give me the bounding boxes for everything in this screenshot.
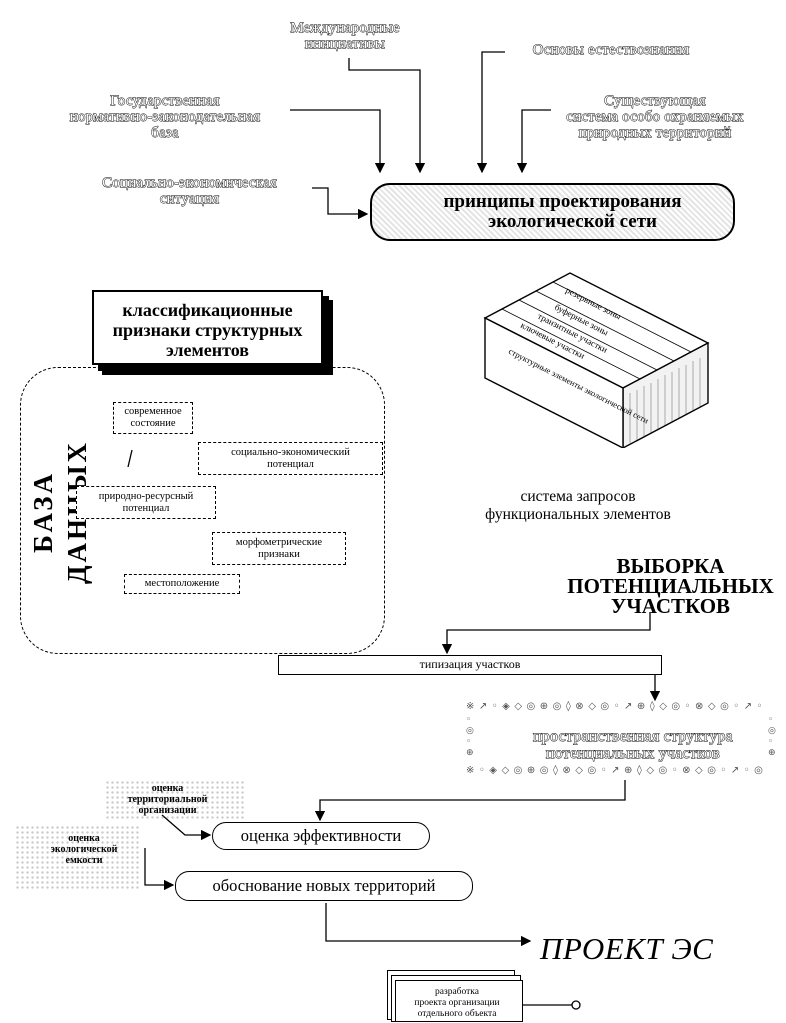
ecological-network-principles-box: принципы проектирования экологической се… <box>370 183 735 241</box>
principles-line-2: экологической сети <box>488 211 657 232</box>
capacity-speckle <box>15 825 140 890</box>
database-title: БАЗА ДАННЫХ <box>28 440 92 584</box>
development-box <box>395 980 523 1022</box>
efficiency-assessment-box: оценка эффективности <box>212 822 430 850</box>
territorial-speckle <box>105 780 245 820</box>
location-box: местоположение <box>124 574 240 594</box>
project-title: ПРОЕКТ ЭС <box>540 931 714 966</box>
principles-line-1: принципы проектирования <box>443 191 682 212</box>
new-territories-box: обоснование новых территорий <box>175 871 473 901</box>
natural-science-label: Основы естествознания <box>532 42 690 59</box>
typification-bar: типизация участков <box>278 655 662 675</box>
database-area <box>20 367 385 654</box>
spatial-structure-frame: ※↗◦◈◇◎⊕◎◊⊗◇◎◦↗⊕◊◇◎◦⊗◇◎◦↗◦ ※◦◈◇◎⊕◎◊⊗◇◎◦↗⊕… <box>466 701 776 776</box>
network-structure-layers: резервные зоны буферные зоны транзитные … <box>483 272 710 448</box>
